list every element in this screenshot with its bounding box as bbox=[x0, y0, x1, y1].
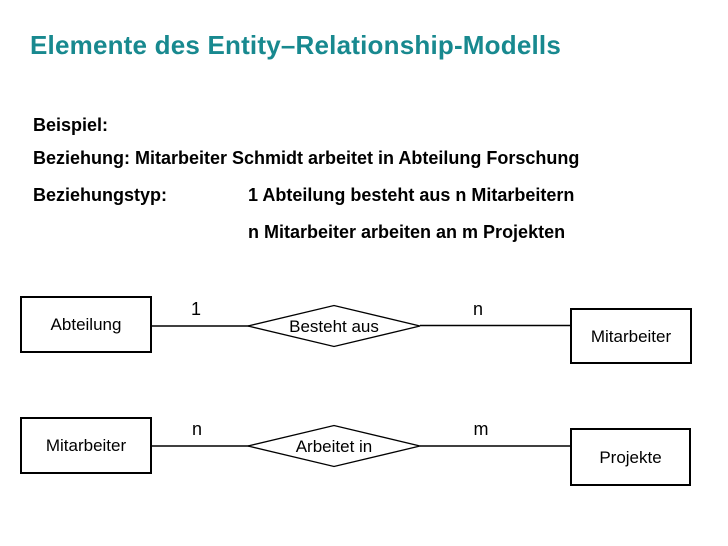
cardinality-label-m: m bbox=[473, 419, 489, 439]
slide-title: Elemente des Entity–Relationship-Modells bbox=[30, 30, 561, 60]
entity-label: Projekte bbox=[599, 447, 662, 467]
relationship-type-line-1: 1 Abteilung besteht aus n Mitarbeitern bbox=[248, 185, 575, 205]
cardinality-label-n: n bbox=[472, 299, 483, 319]
relationship-type-line-2: n Mitarbeiter arbeiten an m Projekten bbox=[248, 222, 566, 242]
cardinality-label-1: 1 bbox=[190, 299, 201, 319]
entity-label: Abteilung bbox=[50, 315, 122, 334]
relationship-label-arbeitet-in: Arbeitet in bbox=[295, 437, 373, 456]
entity-label: Mitarbeiter bbox=[45, 436, 127, 455]
entity-box-abteilung: Abteilung bbox=[20, 296, 152, 353]
cardinality-label-n2: n bbox=[191, 419, 202, 439]
entity-label: Mitarbeiter bbox=[590, 326, 672, 346]
entity-box-mitarbeiter-1: Mitarbeiter bbox=[570, 308, 692, 364]
entity-box-projekte: Projekte bbox=[570, 428, 691, 486]
entity-box-mitarbeiter-2: Mitarbeiter bbox=[20, 417, 152, 474]
example-heading: Beispiel: bbox=[33, 115, 109, 135]
relationship-example-text: Beziehung: Mitarbeiter Schmidt arbeitet … bbox=[33, 148, 580, 168]
relationship-label-besteht-aus: Besteht aus bbox=[289, 317, 379, 336]
relationship-type-label: Beziehungstyp: bbox=[33, 185, 168, 205]
